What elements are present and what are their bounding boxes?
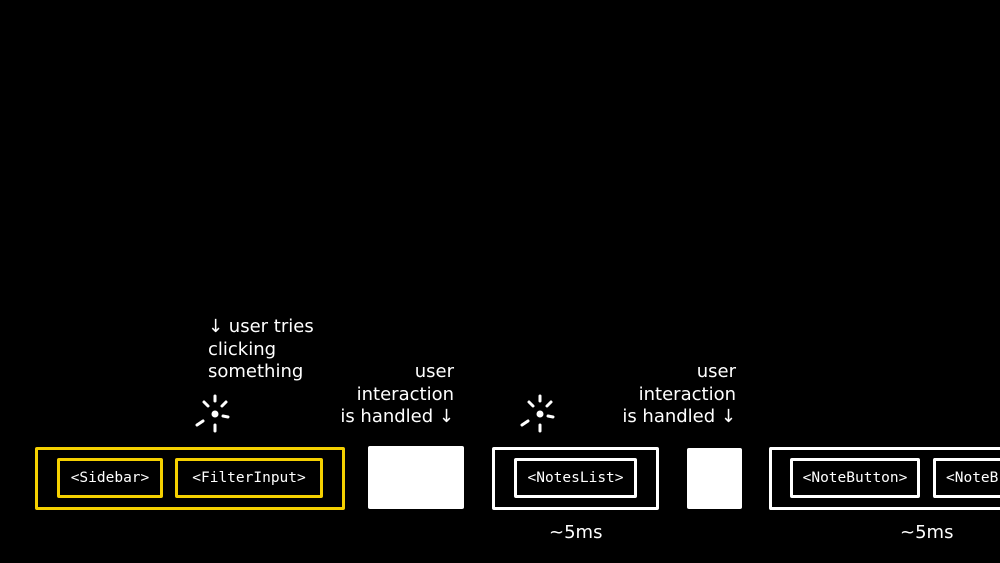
render-task-noteslist: [492, 447, 659, 510]
duration-label-2: ~5ms: [900, 522, 954, 543]
annotation-line: clicking: [208, 338, 277, 360]
click-spark-icon: [193, 393, 237, 435]
annotation-line: interaction: [638, 383, 736, 405]
annotation-line: interaction: [356, 383, 454, 405]
annotation-line: something: [208, 361, 304, 382]
click-spark-icon: [518, 393, 562, 435]
component-label: <Sidebar>: [70, 470, 150, 486]
component-filter-input: <FilterInput>: [175, 458, 323, 498]
annotation-line: is handled ↓: [622, 406, 736, 427]
render-task-notebutton: [769, 447, 1000, 510]
annotation-line: user: [696, 361, 736, 382]
component-notebutton: <NoteButton>: [790, 458, 920, 498]
annotation-line: ↓ user tries: [208, 316, 314, 337]
user-tries-clicking-label: ↓ user tries clicking something: [208, 316, 314, 384]
component-notebutton-clipped: <NoteB: [933, 458, 1000, 498]
interaction-handled-label-2: user interaction is handled ↓: [622, 361, 736, 429]
duration-label-1: ~5ms: [549, 522, 603, 543]
annotation-line: user: [414, 361, 454, 382]
annotation-line: is handled ↓: [340, 406, 454, 427]
component-sidebar: <Sidebar>: [57, 458, 163, 498]
interaction-task-block-1: [368, 446, 464, 509]
render-task-sidebar: [35, 447, 345, 510]
interaction-handled-label-1: user interaction is handled ↓: [340, 361, 454, 429]
component-label: <NoteB: [946, 470, 999, 486]
component-noteslist: <NotesList>: [514, 458, 637, 498]
component-label: <NotesList>: [527, 470, 624, 486]
component-label: <FilterInput>: [192, 470, 306, 486]
interaction-task-block-2: [687, 448, 742, 509]
component-label: <NoteButton>: [802, 470, 908, 486]
